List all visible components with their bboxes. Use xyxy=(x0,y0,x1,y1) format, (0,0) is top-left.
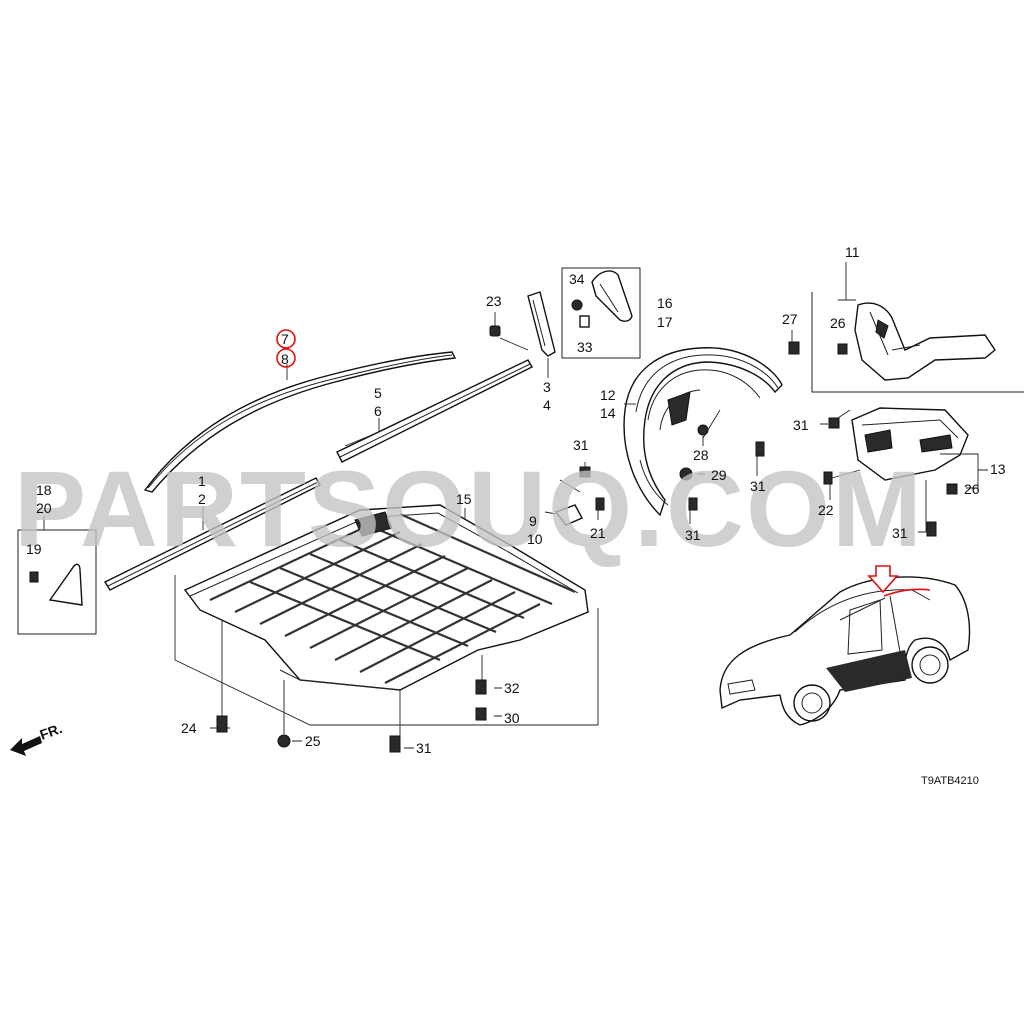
callout-8: 8 xyxy=(281,351,289,367)
under-cover-group-outline xyxy=(174,575,599,726)
clip-30-icon[interactable] xyxy=(475,707,487,721)
callout-31-right: 31 xyxy=(793,417,809,433)
callout-22: 22 xyxy=(818,502,834,518)
callout-25: 25 xyxy=(305,733,321,749)
callout-15: 15 xyxy=(456,491,472,507)
side-sill-molding[interactable] xyxy=(103,477,321,591)
inset-box-11 xyxy=(811,292,1024,393)
callout-7: 7 xyxy=(281,331,289,347)
clip-31-fender-icon[interactable] xyxy=(755,441,765,457)
front-splash-shield[interactable] xyxy=(854,302,996,381)
callout-1: 1 xyxy=(198,473,206,489)
pillar-garnish[interactable] xyxy=(527,291,556,357)
under-cover[interactable] xyxy=(183,504,589,691)
callout-34: 34 xyxy=(569,271,585,287)
callout-27: 27 xyxy=(782,311,798,327)
callout-21: 21 xyxy=(590,525,606,541)
clip-27-icon[interactable] xyxy=(788,341,800,355)
clip-34-icon[interactable] xyxy=(571,299,583,311)
callout-17: 17 xyxy=(657,314,673,330)
callout-14: 14 xyxy=(600,405,616,421)
callout-31-upper: 31 xyxy=(573,437,589,453)
highlight-circle-8 xyxy=(276,348,296,368)
nut-25-icon[interactable] xyxy=(277,734,291,748)
front-direction-arrow: FR. xyxy=(10,720,64,756)
callout-32: 32 xyxy=(504,680,520,696)
clip-33-icon[interactable] xyxy=(579,315,590,328)
bracket-9-icon[interactable] xyxy=(554,504,583,526)
bolt-24-icon[interactable] xyxy=(216,715,228,733)
callout-31-lower-right: 31 xyxy=(892,525,908,541)
callout-box-18-20 xyxy=(17,529,97,635)
clip-31-bottom-icon[interactable] xyxy=(389,735,401,753)
callout-29: 29 xyxy=(711,467,727,483)
callout-2: 2 xyxy=(198,491,206,507)
callout-31-fender: 31 xyxy=(750,478,766,494)
callout-30: 30 xyxy=(504,710,520,726)
clip-31-mid-icon[interactable] xyxy=(688,497,698,511)
fender-liner[interactable] xyxy=(623,347,783,517)
callout-4: 4 xyxy=(543,397,551,413)
callout-10: 10 xyxy=(527,531,543,547)
callout-5: 5 xyxy=(374,385,382,401)
clip-29-icon[interactable] xyxy=(679,467,693,481)
callout-33: 33 xyxy=(577,339,593,355)
clip-26b-icon[interactable] xyxy=(946,483,958,495)
callout-12: 12 xyxy=(600,387,616,403)
roof-molding[interactable] xyxy=(143,351,457,493)
clip-32-icon[interactable] xyxy=(475,679,487,695)
callout-labels: 7 8 5 6 1 2 23 3 4 34 33 16 17 11 26 27 … xyxy=(26,244,1006,756)
diagram-code: T9ATB4210 xyxy=(921,775,979,787)
screw-28-icon[interactable] xyxy=(697,424,709,436)
callout-23: 23 xyxy=(486,293,502,309)
corner-garnish[interactable] xyxy=(48,563,83,606)
callout-31-bottom: 31 xyxy=(416,740,432,756)
callout-19: 19 xyxy=(26,541,42,557)
callout-9: 9 xyxy=(529,513,537,529)
callout-13: 13 xyxy=(990,461,1006,477)
callout-3: 3 xyxy=(543,379,551,395)
callout-28: 28 xyxy=(693,447,709,463)
callout-6: 6 xyxy=(374,403,382,419)
highlight-circle-7 xyxy=(276,329,296,349)
front-indicator-label: FR. xyxy=(38,720,65,743)
callout-16: 16 xyxy=(657,295,673,311)
callout-24: 24 xyxy=(181,720,197,736)
quarter-garnish[interactable] xyxy=(591,270,633,322)
callout-20: 20 xyxy=(36,500,52,516)
leader-lines xyxy=(43,262,988,749)
door-molding-rear[interactable] xyxy=(336,359,533,463)
clip-31-right-icon[interactable] xyxy=(828,417,840,429)
callout-31-mid: 31 xyxy=(685,527,701,543)
callout-11: 11 xyxy=(845,244,860,260)
callout-26b: 26 xyxy=(964,481,980,497)
under-cover-ribs xyxy=(209,512,576,684)
callout-18: 18 xyxy=(36,482,52,498)
rear-splash-shield[interactable] xyxy=(851,407,969,481)
clip-23-icon[interactable] xyxy=(489,325,501,337)
clip-31-lower-right-icon[interactable] xyxy=(926,521,937,537)
watermark: PARTSOUQ.COM xyxy=(14,448,924,569)
clip-26a-icon[interactable] xyxy=(837,343,848,355)
clip-19-icon xyxy=(29,571,39,583)
screw-21-icon[interactable] xyxy=(595,497,605,511)
callout-26a: 26 xyxy=(830,315,846,331)
callout-box-16-17 xyxy=(561,267,641,359)
car-locator-illustration xyxy=(719,565,971,726)
